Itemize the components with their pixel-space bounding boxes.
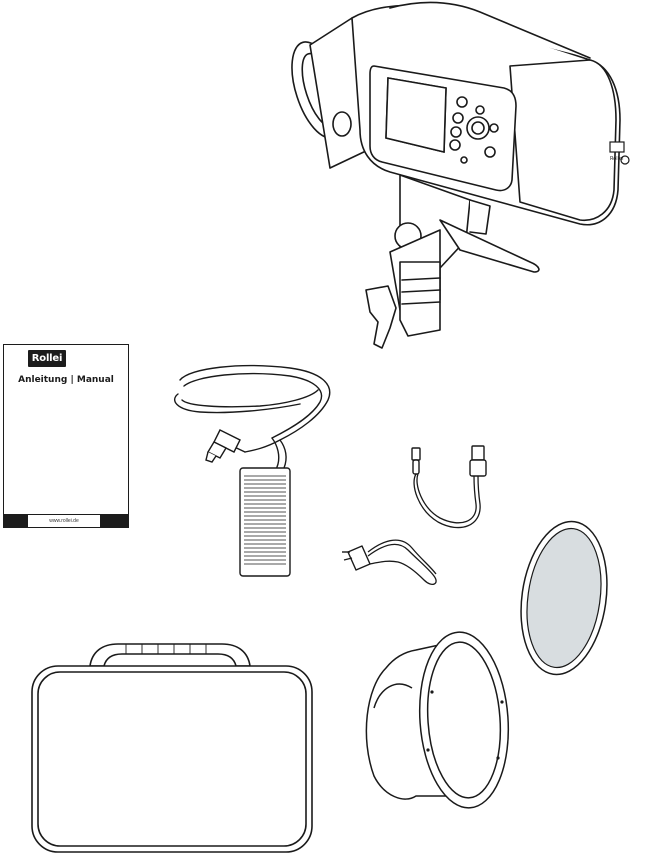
- reflector-icon: [356, 628, 520, 818]
- flash-side-label: Rollei: [610, 156, 624, 162]
- carry-case-icon: [22, 636, 318, 858]
- studio-flash-icon: [290, 0, 635, 352]
- power-adapter-icon: [160, 360, 340, 580]
- power-cord-icon: [328, 526, 448, 592]
- carry-case-illustration: [22, 636, 318, 858]
- usb-cable-icon: [400, 440, 510, 540]
- studio-flash-illustration: Rollei: [290, 0, 635, 352]
- diffuser-illustration: [518, 518, 610, 680]
- manual-booklet: Rollei Anleitung | Manual www.rollei.de: [3, 344, 129, 528]
- reflector-illustration: [356, 628, 520, 818]
- manual-footer: www.rollei.de: [4, 514, 128, 527]
- manual-url: www.rollei.de: [28, 515, 100, 527]
- manual-logo: Rollei: [28, 350, 66, 367]
- manual-title: Anleitung | Manual: [4, 375, 128, 385]
- usb-cable-illustration: [400, 440, 510, 540]
- manual-footer-bar-left: [4, 515, 28, 527]
- power-adapter-illustration: [160, 360, 340, 580]
- power-cord-illustration: [328, 526, 448, 592]
- manual-footer-bar-right: [100, 515, 128, 527]
- diffuser-icon: [518, 518, 610, 680]
